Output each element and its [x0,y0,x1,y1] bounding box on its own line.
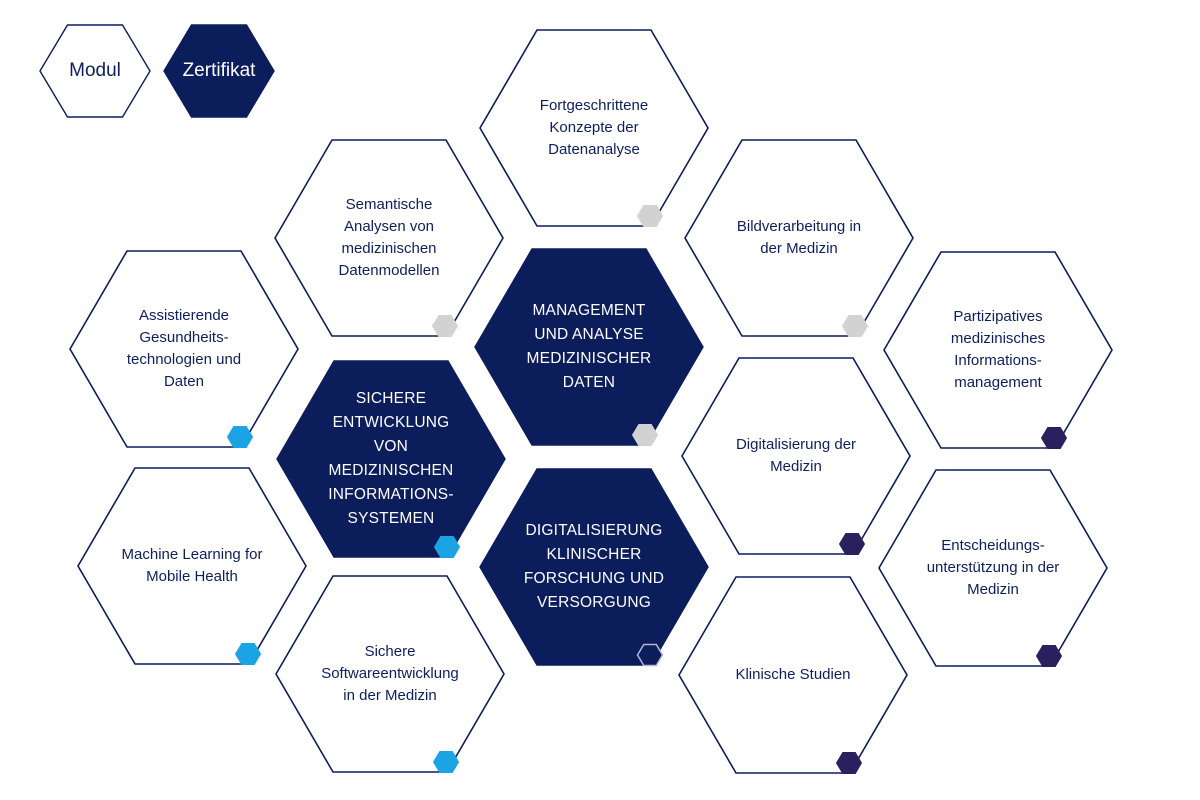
hexagon-klinische-studien [678,576,908,774]
legend-modul-hexagon [39,24,151,118]
legend-zertifikat-hexagon [163,24,275,118]
badge-bildverarbeitung [841,315,869,337]
badge-entscheidungsunterstuetzung [1035,645,1063,667]
badge-semantische-analysen [431,315,459,337]
hexagon-sichere-entwicklung [276,360,506,558]
hexagon-management-analyse [474,248,704,446]
badge-assistierende-gesundheitstechnologien [226,426,254,448]
badge-sichere-entwicklung [433,536,461,558]
hexagon-semantische-analysen [274,139,504,337]
hexagon-fortgeschrittene-datenanalyse [479,29,709,227]
hexagon-bildverarbeitung [684,139,914,337]
badge-sichere-softwareentwicklung [432,751,460,773]
badge-machine-learning-mobile-health [234,643,262,665]
hexagon-assistierende-gesundheitstechnologien [69,250,299,448]
hexagon-digitalisierung-klinischer-forschung [479,468,709,666]
hexagon-sichere-softwareentwicklung [275,575,505,773]
badge-partizipatives-informationsmanagement [1040,427,1068,449]
badge-digitalisierung-medizin [838,533,866,555]
badge-klinische-studien [835,752,863,774]
badge-fortgeschrittene-datenanalyse [636,205,664,227]
hexagon-machine-learning-mobile-health [77,467,307,665]
badge-management-analyse [631,424,659,446]
badge-digitalisierung-klinischer-forschung [636,643,664,667]
hexagon-digitalisierung-medizin [681,357,911,555]
hexagon-entscheidungsunterstuetzung [878,469,1108,667]
hexagon-partizipatives-informationsmanagement [883,251,1113,449]
